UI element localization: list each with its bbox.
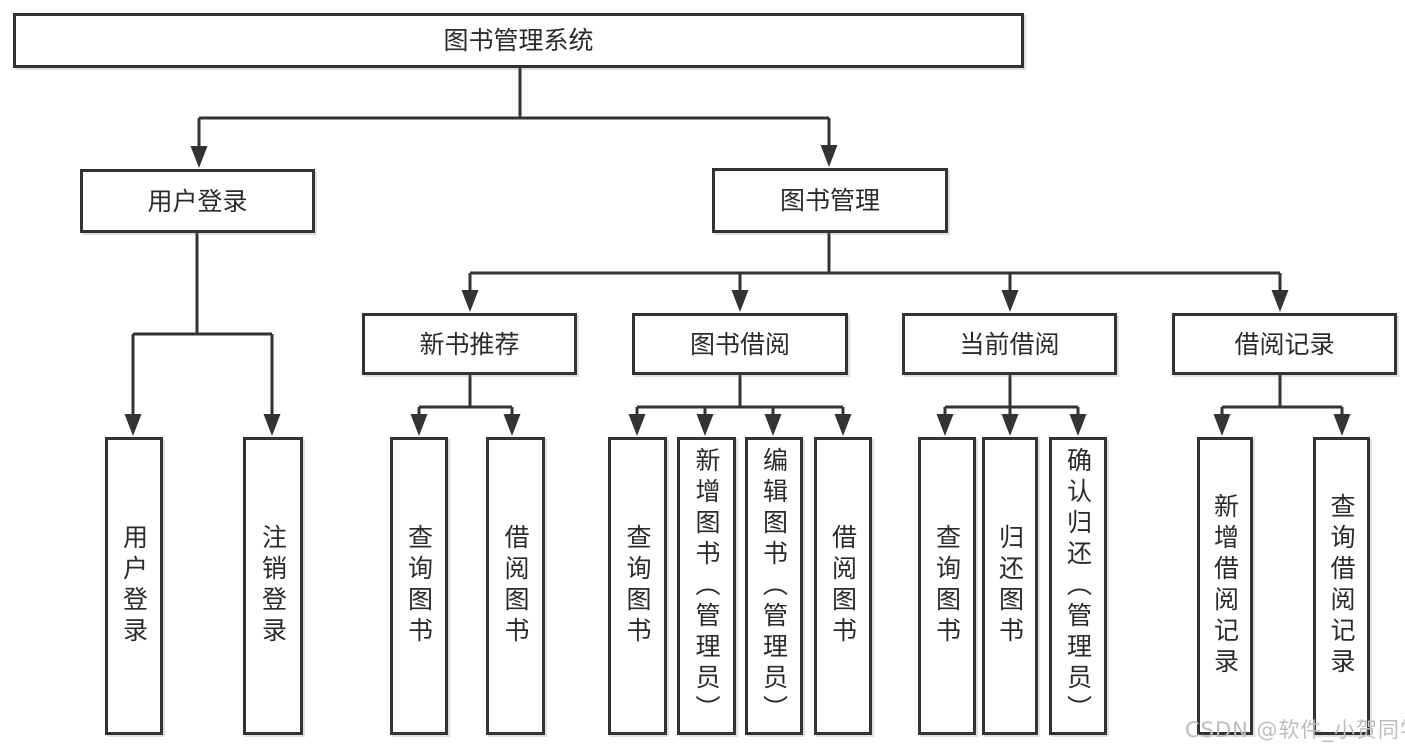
node-borrowing-records: 借阅记录 [1172,313,1397,375]
node-book-borrowing: 图书借阅 [632,313,848,375]
arrowhead-icon [190,146,208,168]
arrowhead-icon [1001,290,1019,312]
leaf-return-books: 归还图书 [982,437,1038,735]
arrowhead-icon [461,290,479,312]
arrowhead-icon [410,414,428,436]
node-new-book-recommendation: 新书推荐 [362,313,577,375]
leaf-confirm-return-admin: 确认归还（管理员） [1049,437,1107,735]
arrowhead-icon [503,414,521,436]
node-current-borrowing: 当前借阅 [902,313,1117,375]
arrowhead-icon [834,414,852,436]
arrowhead-icon [696,414,714,436]
leaf-user-login: 用户登录 [105,437,163,735]
node-library-management-system: 图书管理系统 [13,13,1024,68]
leaf-query-books-borrowing: 查询图书 [608,437,667,735]
arrowhead-icon [1001,414,1019,436]
leaf-borrow-books-recommend: 借阅图书 [486,437,545,735]
arrowhead-icon [936,414,954,436]
arrowhead-icon [1069,414,1087,436]
leaf-query-books-current: 查询图书 [918,437,976,735]
arrowhead-icon [820,145,838,167]
arrowhead-icon [628,414,646,436]
arrowhead-icon [124,414,142,436]
leaf-query-books-recommend: 查询图书 [390,437,448,735]
leaf-add-borrow-record: 新增借阅记录 [1197,437,1253,735]
arrowhead-icon [1213,414,1231,436]
leaf-query-borrow-record: 查询借阅记录 [1313,437,1370,735]
connector-path [131,68,1344,418]
arrowhead-icon [1333,414,1351,436]
leaf-add-books-admin: 新增图书（管理员） [677,437,736,735]
leaf-logout: 注销登录 [243,437,303,735]
arrowhead-icon [764,414,782,436]
csdn-watermark: CSDN @软件_小贺同学 [1185,718,1405,742]
leaf-borrow-books-borrowing: 借阅图书 [814,437,872,735]
arrowhead-icon [263,414,281,436]
node-book-management: 图书管理 [712,168,948,233]
arrowheads [124,145,1351,436]
arrowhead-icon [731,290,749,312]
leaf-edit-books-admin: 编辑图书（管理员） [745,437,803,735]
node-user-login: 用户登录 [80,169,315,233]
arrowhead-icon [1271,290,1289,312]
